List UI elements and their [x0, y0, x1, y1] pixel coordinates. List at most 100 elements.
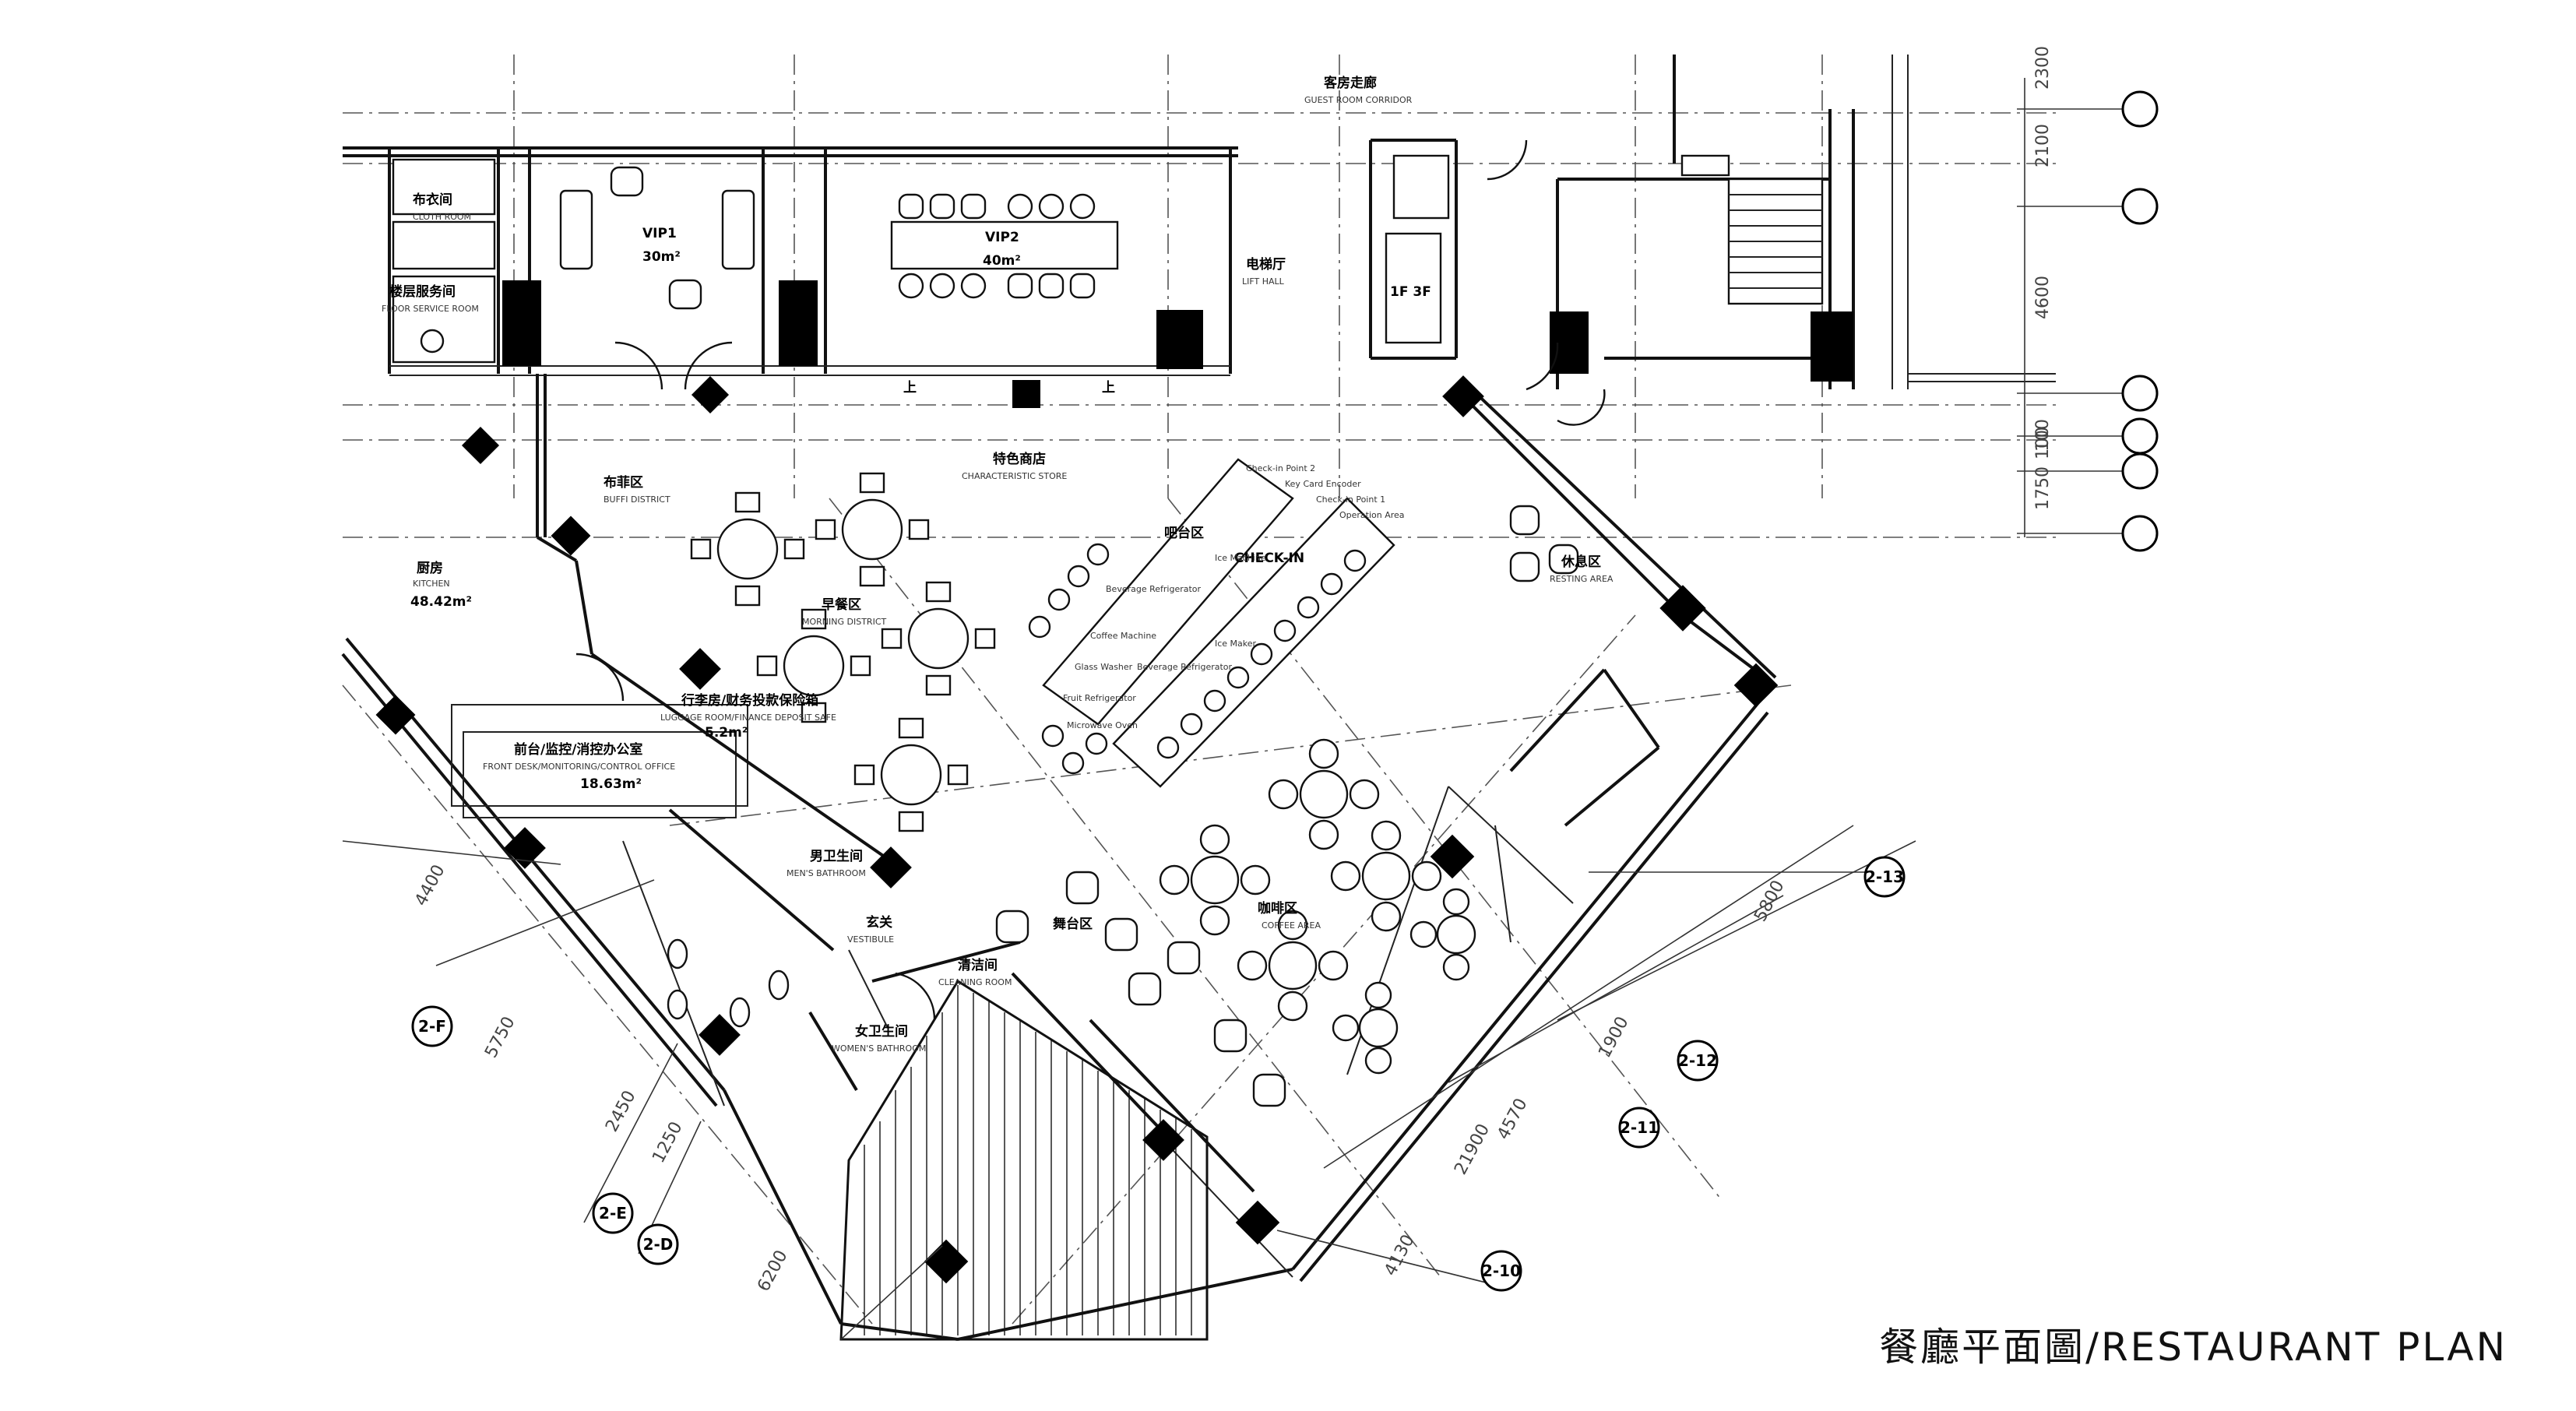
grid-bubble-label: 2-12 — [1678, 1051, 1717, 1070]
room-label-rest-cn: 休息区 — [1561, 554, 1601, 570]
room-label-buffet-en: BUFFI DISTRICT — [604, 494, 670, 505]
grid-bubble: 2-10 — [1480, 1250, 1522, 1292]
room-label-kitchen-cn: 厨房 — [417, 560, 443, 576]
room-label-coffee-cn: 咖啡区 — [1258, 900, 1297, 917]
dimension-label: 5800 — [1751, 878, 1788, 925]
dimension-label: 5750 — [481, 1014, 519, 1061]
room-label-lift-en: LIFT HALL — [1242, 276, 1285, 287]
bar-equipment-label: Microwave Oven — [1067, 720, 1138, 730]
right-grid-bubble — [2121, 90, 2159, 128]
room-label-men-cn: 男卫生间 — [810, 848, 863, 864]
bar-equipment-label: Check-in Point 2 — [1246, 463, 1315, 473]
room-label-floor-cn: 楼层服务间 — [389, 283, 456, 300]
bar-equipment-label: Check-in Point 1 — [1316, 494, 1385, 505]
coffee-tables — [995, 505, 1579, 1107]
room-label-morning-cn: 早餐区 — [822, 596, 861, 613]
right-grid-bubble — [2121, 515, 2159, 552]
room-label-cloth-en: CLOTH ROOM — [413, 212, 471, 222]
dimension-label: 100 — [2033, 427, 2053, 459]
grid-bubble: 2-11 — [1618, 1107, 1660, 1149]
room-label-lift-car: 1F 3F — [1390, 284, 1431, 300]
room-label-checkin: CHECK-IN — [1234, 551, 1304, 566]
dimension-label: 1750 — [2033, 466, 2053, 510]
bar-equipment-label: Glass Washer — [1075, 662, 1133, 672]
bar-equipment-label: Beverage Refrigerator — [1106, 584, 1202, 594]
room-label-vip1-cn: VIP1 — [642, 226, 677, 241]
grid-bubble-label: 2-D — [643, 1235, 674, 1254]
dimension-label: 4600 — [2033, 276, 2053, 319]
bar-equipment-label: Ice Maker — [1215, 639, 1257, 649]
grid-bubble-label: 2-10 — [1482, 1261, 1521, 1280]
walls — [341, 55, 2056, 1341]
grid-bubble: 2-12 — [1677, 1040, 1719, 1082]
right-grid-bubble — [2121, 417, 2159, 455]
dimension-label: 100 — [2033, 419, 2053, 452]
grid-bubble: 2-E — [592, 1192, 634, 1234]
hatched-stage-area — [839, 979, 1209, 1341]
dimension-label: 1250 — [649, 1119, 686, 1166]
grid-bubble-label: 2-F — [418, 1017, 446, 1036]
room-label-women-en: WOMEN'S BATHROOM — [832, 1043, 926, 1054]
service-fixtures — [392, 154, 1824, 1028]
room-label-floor-en: FLOOR SERVICE ROOM — [382, 304, 479, 314]
room-label-kitchen-en: KITCHEN — [413, 579, 450, 589]
room-labels: 布衣间 CLOTH ROOM 楼层服务间 FLOOR SERVICE ROOM VIP1… — [382, 75, 1614, 1054]
room-label-corridor-en: GUEST ROOM CORRIDOR — [1304, 95, 1413, 105]
room-label-lift-cn: 电梯厅 — [1246, 256, 1286, 273]
right-grid-bubble — [2121, 452, 2159, 490]
room-label-clean-en: CLEANING ROOM — [938, 977, 1012, 987]
bar-equipment-label: Key Card Encoder — [1285, 479, 1361, 489]
grid-bubble: 2-F — [411, 1005, 453, 1047]
right-grid-bubble — [2121, 375, 2159, 412]
grid-bubble-label: 2-13 — [1865, 867, 1904, 886]
room-label-luggage-cn: 行李房/财务投款保险箱 — [681, 692, 818, 709]
grid-bubble: 2-13 — [1863, 856, 1906, 898]
room-label-rest-en: RESTING AREA — [1550, 574, 1614, 584]
dimension-label: 2300 — [2033, 46, 2053, 90]
room-label-store-en: CHARACTERISTIC STORE — [962, 471, 1067, 481]
dimension-label: 6200 — [754, 1247, 791, 1295]
room-label-vip2-cn: VIP2 — [985, 230, 1019, 245]
grid-bubble: 2-D — [637, 1223, 679, 1265]
room-label-up1: 上 — [903, 380, 917, 396]
room-label-women-cn: 女卫生间 — [855, 1023, 908, 1040]
right-grid-bubble — [2121, 188, 2159, 225]
grid-bubble-label: 2-11 — [1620, 1118, 1659, 1137]
room-label-vip2-area: 40m² — [983, 253, 1021, 269]
plan-title: 餐廳平面圖/RESTAURANT PLAN — [1879, 1325, 2507, 1370]
room-label-cloth-cn: 布衣间 — [413, 192, 452, 208]
right-grid-bubbles — [2121, 90, 2159, 552]
room-label-vip1-area: 30m² — [642, 249, 681, 265]
room-label-buffet-cn: 布菲区 — [604, 474, 643, 491]
room-label-up2: 上 — [1102, 380, 1115, 396]
room-label-front-cn: 前台/监控/消控办公室 — [514, 741, 642, 758]
room-label-men-en: MEN'S BATHROOM — [787, 868, 866, 878]
room-label-vest-cn: 玄关 — [866, 914, 892, 931]
grid-bubbles: 2-F 2-E 2-D 2-10 2-11 2-12 2-13 — [411, 856, 1906, 1292]
room-label-front-area: 18.63m² — [580, 776, 642, 792]
room-label-luggage-area: 5.2m² — [705, 725, 748, 741]
bar-equipment-label: Ice Machine — [1215, 553, 1266, 563]
dimension-label: 1900 — [1595, 1014, 1632, 1061]
bar-equipment-label: Coffee Machine — [1090, 631, 1156, 641]
bar-equipment-label: Fruit Refrigerator — [1063, 693, 1136, 703]
room-label-front-en: FRONT DESK/MONITORING/CONTROL OFFICE — [483, 762, 675, 772]
room-label-corridor-cn: 客房走廊 — [1323, 75, 1377, 91]
room-label-stage-cn: 舞台区 — [1053, 916, 1093, 932]
dimension-label: 2450 — [602, 1088, 639, 1135]
grid-bubble-label: 2-E — [599, 1204, 627, 1223]
vip2-furniture — [890, 193, 1119, 299]
dimension-label: 4570 — [1494, 1096, 1531, 1143]
room-label-kitchen-area: 48.42m² — [410, 594, 472, 610]
vip1-furniture — [559, 166, 755, 310]
dimension-label: 4130 — [1381, 1232, 1418, 1279]
room-label-store-cn: 特色商店 — [993, 451, 1046, 467]
dimension-label: 2100 — [2033, 124, 2053, 167]
bar-equipment-labels: Check-in Point 2 Key Card EncoderCheck-in… — [1063, 463, 1405, 730]
room-label-coffee-en: COFFEE AREA — [1262, 920, 1321, 931]
room-label-morning-en: MORNING DISTRICT — [802, 617, 886, 627]
dimension-label: 4400 — [411, 862, 449, 910]
bar-equipment-label: Operation Area — [1339, 510, 1405, 520]
room-label-luggage-en: LUGGAGE ROOM/FINANCE DEPOSIT SAFE — [660, 713, 836, 723]
